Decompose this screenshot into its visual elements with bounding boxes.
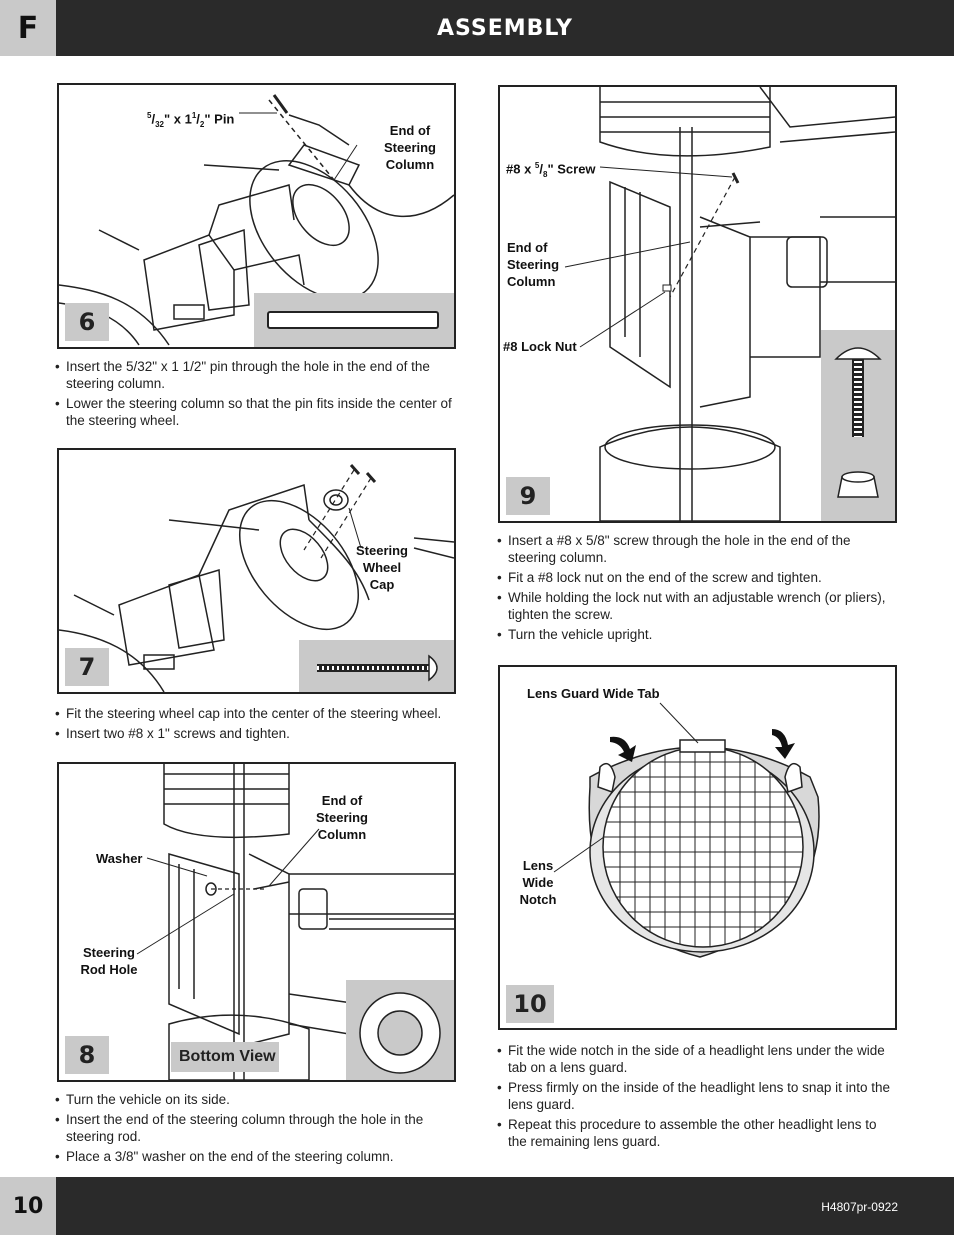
steering-wheel-cap-illustration bbox=[59, 464, 454, 692]
step-9-panel: 9 bbox=[498, 85, 897, 523]
pin-label: 5/32" x 11/2" Pin bbox=[147, 111, 235, 129]
bottom-view-washer-illustration bbox=[136, 764, 454, 1080]
screw-part-drawing bbox=[317, 654, 438, 682]
instruction: Insert the 5/32" x 1 1/2" pin through th… bbox=[55, 358, 457, 392]
step-8-panel: 8 Bottom View bbox=[57, 762, 456, 1082]
lens-guard-wide-tab-label: Lens Guard Wide Tab bbox=[527, 686, 660, 701]
instruction: Insert two #8 x 1" screws and tighten. bbox=[55, 725, 457, 742]
instruction: Fit a #8 lock nut on the end of the scre… bbox=[497, 569, 897, 586]
step-number: 7 bbox=[65, 648, 109, 686]
page-title: ASSEMBLY bbox=[437, 15, 573, 41]
screw-and-nut-part-drawing bbox=[834, 347, 882, 498]
header-bar bbox=[0, 0, 954, 56]
instruction: While holding the lock nut with an adjus… bbox=[497, 589, 897, 623]
page-number: 10 bbox=[0, 1177, 56, 1235]
step-number: 6 bbox=[65, 303, 109, 341]
lock-nut-label: #8 Lock Nut bbox=[503, 339, 577, 354]
end-of-steering-column-label: End of Steering Column bbox=[315, 793, 368, 842]
step-10-instructions: Fit the wide notch in the side of a head… bbox=[497, 1042, 897, 1153]
step-6-panel: 6 bbox=[57, 83, 456, 349]
end-of-steering-column-label: End of Steering Column bbox=[383, 123, 436, 172]
instruction: Insert the end of the steering column th… bbox=[55, 1111, 457, 1145]
instruction: Insert a #8 x 5/8" screw through the hol… bbox=[497, 532, 897, 566]
step-8-instructions: Turn the vehicle on its side. Insert the… bbox=[55, 1091, 457, 1168]
step-number: 8 bbox=[65, 1036, 109, 1074]
instruction: Fit the steering wheel cap into the cent… bbox=[55, 705, 457, 722]
step-7-instructions: Fit the steering wheel cap into the cent… bbox=[55, 705, 457, 745]
instruction: Repeat this procedure to assemble the ot… bbox=[497, 1116, 897, 1150]
step-number: 10 bbox=[506, 985, 554, 1023]
screw-lock-nut-illustration bbox=[564, 87, 895, 521]
steering-column-pin-illustration bbox=[59, 94, 454, 346]
instruction: Press firmly on the inside of the headli… bbox=[497, 1079, 897, 1113]
steering-rod-hole-label: Steering Rod Hole bbox=[80, 945, 138, 977]
step-10-panel: 10 bbox=[498, 665, 897, 1030]
end-of-steering-column-label: End of Steering Column bbox=[507, 240, 560, 289]
lens-wide-notch-label: Lens Wide Notch bbox=[519, 858, 557, 907]
instruction: Lower the steering column so that the pi… bbox=[55, 395, 457, 429]
instruction: Turn the vehicle upright. bbox=[497, 626, 897, 643]
step-9-instructions: Insert a #8 x 5/8" screw through the hol… bbox=[497, 532, 897, 646]
washer-part-drawing bbox=[359, 992, 441, 1074]
instruction: Place a 3/8" washer on the end of the st… bbox=[55, 1148, 457, 1165]
steering-wheel-cap-label: Steering Wheel Cap bbox=[355, 543, 408, 592]
document-id: H4807pr-0922 bbox=[821, 1200, 898, 1214]
step-number: 9 bbox=[506, 477, 550, 515]
instruction: Fit the wide notch in the side of a head… bbox=[497, 1042, 897, 1076]
step-7-panel: 7 bbox=[57, 448, 456, 694]
pin-part-drawing bbox=[267, 311, 439, 329]
footer-bar bbox=[0, 1177, 954, 1235]
bottom-view-label: Bottom View bbox=[171, 1042, 279, 1072]
section-letter: F bbox=[0, 0, 56, 56]
washer-label: Washer bbox=[96, 851, 143, 866]
headlight-lens-illustration bbox=[553, 702, 820, 958]
step-6-instructions: Insert the 5/32" x 1 1/2" pin through th… bbox=[55, 358, 457, 432]
screw-label: #8 x 5/8" Screw bbox=[506, 161, 596, 179]
instruction: Turn the vehicle on its side. bbox=[55, 1091, 457, 1108]
